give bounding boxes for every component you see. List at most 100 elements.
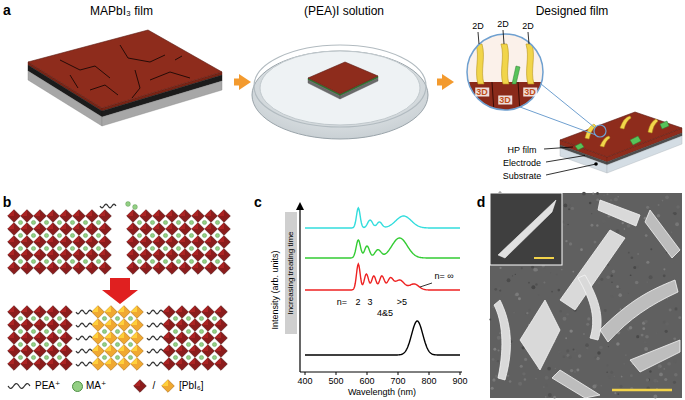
octahedron — [60, 236, 73, 249]
2d-flake — [630, 136, 641, 145]
ma-cation — [70, 233, 74, 237]
octahedron — [34, 262, 47, 275]
sem-speckle — [594, 241, 597, 244]
pea-cation — [147, 336, 163, 340]
sem-speckle — [656, 333, 658, 335]
sem-speckle — [636, 266, 639, 269]
ma-cation — [189, 220, 193, 224]
ma-cation — [18, 259, 22, 263]
legend-text: MA⁺ — [86, 381, 106, 391]
ma-cation — [31, 355, 35, 359]
octahedron-face — [179, 210, 185, 216]
tick-label: 500 — [328, 377, 343, 386]
octahedron — [163, 319, 176, 332]
octahedron — [127, 223, 140, 236]
octahedron — [21, 332, 34, 345]
sem-speckle — [673, 359, 677, 363]
sem-speckle — [592, 193, 594, 195]
sem-speckle — [580, 248, 583, 251]
octahedron — [47, 358, 60, 371]
octahedron — [86, 249, 99, 262]
octahedron — [60, 358, 73, 371]
sem-speckle — [569, 205, 571, 207]
octahedron — [47, 210, 60, 223]
sem-speckle — [493, 378, 495, 380]
octahedron — [60, 306, 73, 319]
octahedron — [189, 306, 202, 319]
sem-speckle — [558, 350, 561, 353]
sem-speckle — [518, 382, 522, 386]
octahedron — [8, 249, 21, 262]
octahedron — [8, 319, 21, 332]
time-bar — [285, 212, 297, 334]
octahedron — [163, 332, 176, 345]
sem-speckle — [521, 328, 524, 331]
sem-speckle — [586, 323, 589, 326]
octahedron — [140, 223, 153, 236]
sem-speckle — [646, 261, 649, 264]
sem-speckle — [645, 234, 648, 237]
sem-speckle — [515, 274, 516, 275]
octahedron-face — [8, 345, 14, 351]
octahedron — [179, 210, 192, 223]
sem-speckle — [641, 334, 644, 337]
sem-speckle — [568, 208, 570, 210]
ma-cation — [115, 355, 119, 359]
octahedron — [127, 236, 140, 249]
peak-label: n= ∞ — [434, 272, 453, 281]
sem-speckle — [591, 213, 592, 214]
octahedron — [21, 249, 34, 262]
2d-sheet — [501, 44, 509, 84]
sem-speckle — [547, 367, 551, 371]
octahedron — [218, 223, 231, 236]
octahedron-face — [8, 236, 14, 242]
octahedron — [21, 319, 34, 332]
octahedron — [163, 345, 176, 358]
pea-cation — [147, 323, 163, 327]
sem-speckle — [603, 194, 605, 196]
octahedron-face — [8, 358, 14, 364]
sem-speckle — [612, 270, 615, 273]
octahedron-face — [163, 345, 169, 351]
octahedron-face — [60, 210, 66, 216]
sem-speckle — [663, 368, 665, 370]
peak-label: 2 — [355, 298, 360, 307]
octahedron — [73, 236, 86, 249]
sem-speckle — [599, 346, 602, 349]
tick-label: 800 — [421, 377, 436, 386]
sem-speckle — [550, 272, 551, 273]
octahedron — [153, 210, 166, 223]
sem-speckle — [665, 322, 669, 326]
octahedron — [127, 249, 140, 262]
tick-label: 700 — [390, 377, 405, 386]
octahedron — [176, 345, 189, 358]
octahedron-face — [202, 306, 208, 312]
ma-cation — [212, 316, 216, 320]
sem-speckle — [625, 354, 626, 355]
octahedron — [166, 249, 179, 262]
octahedron — [192, 223, 205, 236]
octahedron-face — [163, 306, 169, 312]
ma-cation — [212, 342, 216, 346]
octahedron — [127, 210, 140, 223]
pea-cation — [76, 323, 92, 327]
octahedron — [21, 262, 34, 275]
octahedron — [215, 306, 228, 319]
octahedron-face — [47, 306, 53, 312]
octahedron — [60, 210, 73, 223]
lattice-scheme — [8, 202, 231, 371]
octahedron-face — [8, 306, 14, 312]
sem-speckle — [579, 308, 580, 309]
sem-speckle — [678, 283, 681, 286]
ma-cation — [189, 246, 193, 250]
octahedron — [215, 319, 228, 332]
sem-speckle — [673, 337, 676, 340]
panel-letter: a — [3, 3, 11, 17]
sem-speckle — [598, 282, 599, 283]
peak-label: 3 — [367, 298, 372, 307]
ma-cation — [57, 233, 61, 237]
pea-cation — [8, 384, 30, 389]
ma-cation — [44, 355, 48, 359]
ma-cation — [215, 259, 219, 263]
